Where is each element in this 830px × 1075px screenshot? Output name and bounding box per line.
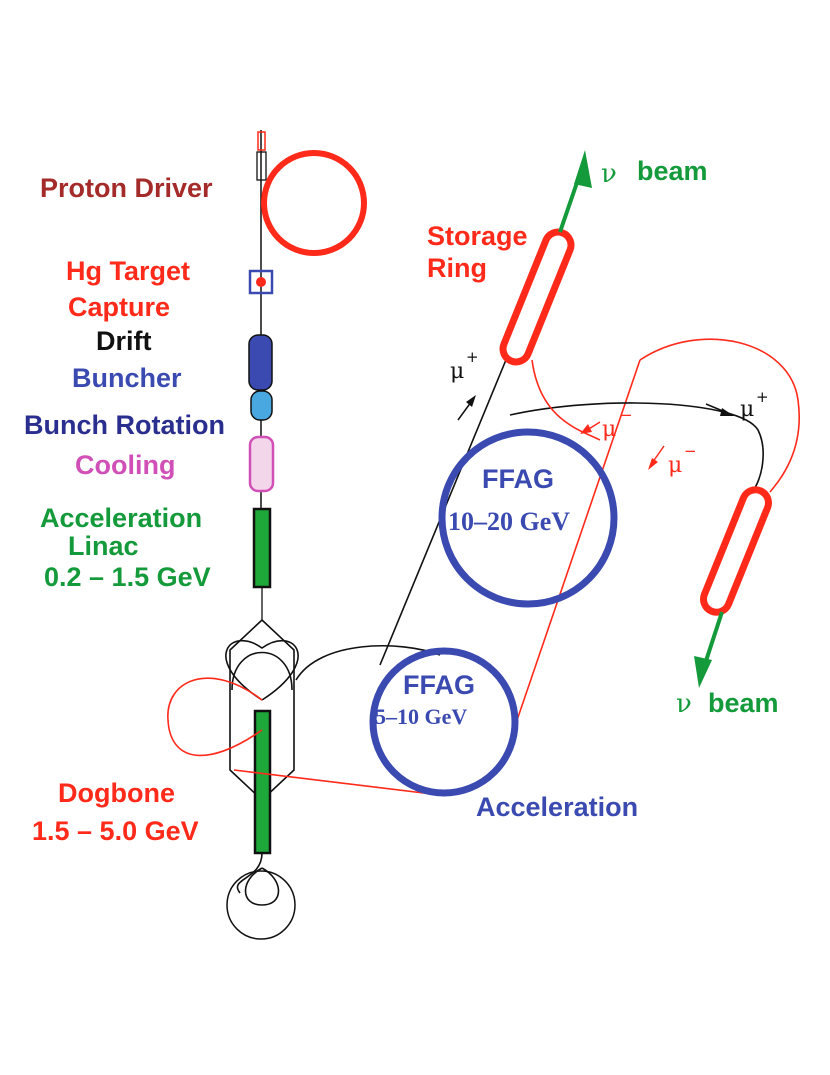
nu-beam-top-arrowhead [574, 150, 592, 188]
mu-plus-right-group: μ + [705, 388, 769, 422]
ffag-large-label-2: 10–20 GeV [448, 507, 570, 536]
nu-beam-bottom-group: ν beam [676, 611, 779, 719]
acceleration-linac-label-1: Acceleration [40, 503, 202, 533]
cooling-label: Cooling [75, 450, 175, 480]
ffag-small-label-2: 5–10 GeV [375, 704, 467, 729]
acceleration-linac-label-3: 0.2 – 1.5 GeV [44, 562, 211, 592]
mu-plus-left-group: μ + [450, 348, 479, 421]
bunch-rotation-group: Bunch Rotation [24, 390, 273, 440]
ffag-large-label-1: FFAG [482, 464, 554, 494]
dogbone-label-2: 1.5 – 5.0 GeV [32, 816, 199, 846]
small-ffag-to-large-ffag-red-line [499, 359, 641, 771]
ffag-small-ring [369, 647, 519, 797]
dogbone-lower-inner [244, 867, 280, 906]
hg-target-box [248, 269, 274, 295]
hg-target-dot [256, 277, 266, 287]
mu-plus-right-sign: + [756, 388, 769, 406]
cooling-group: Cooling [75, 435, 275, 493]
ffag-large-group: FFAG 10–20 GeV [438, 428, 618, 608]
ffag-small-label-1: FFAG [403, 670, 475, 700]
mu-plus-left-sign: + [466, 348, 479, 366]
mu-minus-lower-sign: − [684, 442, 697, 460]
dogbone-lower-loop [236, 852, 263, 894]
bunch-rotation-label: Bunch Rotation [24, 410, 225, 440]
hg-target-label: Hg Target [66, 256, 190, 286]
bunch-rotation-element [250, 390, 273, 421]
acceleration-linac-label-2: Linac [68, 531, 139, 561]
hg-target-group: Hg Target Capture [66, 256, 274, 322]
mu-plus-right-symbol: μ [740, 397, 754, 422]
dogbone-red-transfer-line [233, 769, 441, 796]
mu-plus-left-arrowhead [466, 395, 476, 407]
proton-driver-label: Proton Driver [40, 173, 213, 203]
proton-driver-ring [261, 150, 367, 256]
acceleration-label: Acceleration [476, 792, 638, 822]
storage-ring-lower-group [700, 486, 772, 616]
dogbone-lower-circle [226, 870, 296, 940]
storage-ring-upper-group: Storage Ring [427, 221, 575, 366]
mu-plus-right-arrowhead [720, 408, 734, 416]
ffag-large-ring [438, 428, 618, 608]
linac-group: Acceleration Linac 0.2 – 1.5 GeV [40, 503, 272, 592]
nu-beam-top-symbol: ν [601, 159, 617, 189]
ffag-small-group: FFAG 5–10 GeV Acceleration [369, 647, 638, 822]
storage-ring-label-2: Ring [427, 253, 487, 283]
large-ffag-to-right-ring-black-line [509, 402, 764, 493]
storage-ring-lower [700, 486, 772, 616]
mu-plus-left-symbol: μ [450, 359, 464, 384]
buncher-element [248, 334, 273, 391]
nu-beam-bottom-symbol: ν [676, 689, 692, 719]
mu-minus-upper-sign: − [620, 406, 633, 424]
nu-beam-top-label: beam [637, 156, 708, 186]
buncher-label: Buncher [72, 363, 182, 393]
dogbone-red-loop [167, 677, 263, 757]
drift-label: Drift [96, 326, 152, 356]
storage-ring-red-line [531, 359, 601, 441]
capture-label: Capture [68, 292, 170, 322]
dogbone-upper-loop [225, 639, 299, 701]
nu-beam-bottom-arrowhead [694, 656, 712, 688]
mu-minus-lower-arrowhead [648, 458, 658, 470]
linac-element [252, 507, 272, 589]
buncher-group: Buncher [72, 334, 273, 393]
proton-source-element [257, 131, 266, 151]
mu-minus-lower-group: μ − [648, 442, 697, 478]
dogbone-upper-arc [231, 651, 293, 691]
mu-minus-upper-group: μ − [580, 406, 633, 442]
storage-ring-label-1: Storage [427, 221, 528, 251]
cooling-element [248, 435, 275, 493]
nu-beam-top-group: ν beam [558, 150, 708, 233]
proton-linac-element [256, 151, 267, 181]
nu-beam-bottom-label: beam [708, 688, 779, 718]
proton-driver-group: Proton Driver [40, 130, 367, 515]
mu-minus-upper-symbol: μ [602, 417, 616, 442]
dogbone-group: Dogbone 1.5 – 5.0 GeV [32, 587, 299, 940]
red-return-loop [639, 338, 800, 493]
mu-minus-lower-symbol: μ [668, 453, 682, 478]
storage-ring-upper [499, 228, 575, 366]
transfer-lines [233, 338, 800, 796]
dogbone-label-1: Dogbone [58, 778, 175, 808]
mu-minus-upper-arrowhead [580, 424, 592, 434]
